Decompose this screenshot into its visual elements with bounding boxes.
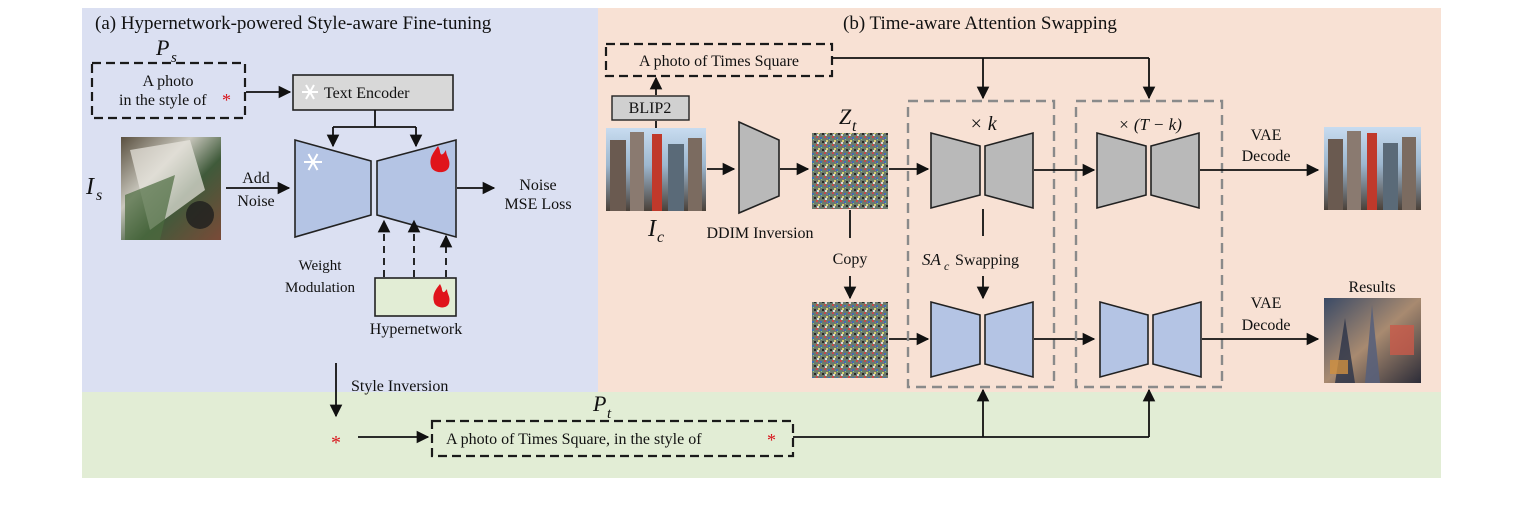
style-prompt-line2: in the style of — [119, 92, 207, 109]
latent-symbol: Z — [839, 104, 852, 129]
k-unet-encoder-bottom — [930, 300, 981, 379]
text-encoder-label: Text Encoder — [324, 85, 410, 102]
swap-symbol: SA — [922, 250, 942, 269]
add-noise-line1: Add — [242, 170, 270, 187]
style-prompt-line1: A photo — [142, 73, 193, 90]
style-image — [121, 137, 221, 240]
hypernetwork-flame-icon — [433, 284, 450, 308]
vae-top-line2: Decode — [1242, 148, 1291, 165]
results-label: Results — [1348, 279, 1395, 296]
k-step-dashed-frame — [906, 99, 1056, 389]
loss-line2: MSE Loss — [504, 196, 571, 213]
content-image — [606, 128, 706, 211]
tk-unet-encoder-bottom — [1099, 300, 1149, 379]
ddim-inversion-label: DDIM Inversion — [706, 225, 813, 242]
result-image — [1324, 298, 1421, 383]
tk-unet-decoder-top — [1150, 131, 1200, 210]
style-image-subscript: s — [96, 187, 102, 204]
frozen-snowflake-icon — [304, 153, 322, 171]
copy-label: Copy — [833, 251, 868, 268]
swap-subscript: c — [944, 259, 950, 273]
snowflake-icon — [302, 84, 318, 100]
learned-token-star: * — [331, 432, 341, 454]
blip-label: BLIP2 — [629, 100, 672, 117]
caption-box — [604, 42, 834, 78]
swap-label: Swapping — [955, 252, 1019, 269]
prompt-s-subscript: s — [171, 50, 177, 66]
caption-text: A photo of Times Square — [639, 53, 799, 70]
style-inversion-label: Style Inversion — [351, 378, 448, 395]
latent-subscript: t — [852, 118, 857, 135]
latent-noise-image — [812, 133, 888, 209]
tk-step-dashed-frame — [1074, 99, 1224, 389]
target-prompt-text: A photo of Times Square, in the style of — [446, 431, 702, 448]
k-unet-encoder-top — [930, 131, 981, 210]
panel-b-title: (b) Time-aware Attention Swapping — [843, 13, 1117, 34]
prompt-s-symbol: P — [155, 35, 169, 60]
copied-latent-noise-image — [812, 302, 888, 378]
vae-bottom-line1: VAE — [1251, 295, 1282, 312]
target-prompt-box — [430, 419, 795, 458]
bottom-strip-background — [82, 392, 1441, 478]
content-image-symbol: I — [647, 216, 657, 242]
reconstruction-image — [1324, 127, 1421, 210]
vae-top-line1: VAE — [1251, 127, 1282, 144]
panel-a-title: (a) Hypernetwork-powered Style-aware Fin… — [95, 13, 492, 34]
add-noise-line2: Noise — [237, 193, 274, 210]
weight-mod-line1: Weight — [299, 258, 343, 274]
k-unet-decoder-bottom — [984, 300, 1034, 379]
target-prompt-star: * — [767, 430, 776, 450]
trainable-flame-icon — [430, 146, 450, 173]
prompt-t-subscript: t — [607, 406, 612, 422]
tk-unet-encoder-top — [1096, 131, 1147, 210]
loss-line1: Noise — [519, 177, 556, 194]
style-prompt-box — [90, 61, 247, 120]
text-encoder-box — [292, 74, 454, 111]
weight-mod-line2: Modulation — [285, 280, 355, 296]
ddim-inversion-encoder — [738, 120, 780, 215]
content-image-subscript: c — [657, 229, 664, 246]
vae-bottom-line2: Decode — [1242, 317, 1291, 334]
times-k-label: × k — [969, 113, 997, 135]
times-t-minus-k-label: × (T − k) — [1118, 115, 1182, 134]
k-unet-decoder-top — [984, 131, 1034, 210]
blip-box — [611, 95, 690, 121]
hypernetwork-label: Hypernetwork — [370, 321, 462, 338]
style-prompt-star: * — [222, 90, 231, 110]
style-image-symbol: I — [85, 174, 95, 200]
prompt-t-symbol: P — [592, 391, 606, 416]
tk-unet-decoder-bottom — [1152, 300, 1202, 379]
